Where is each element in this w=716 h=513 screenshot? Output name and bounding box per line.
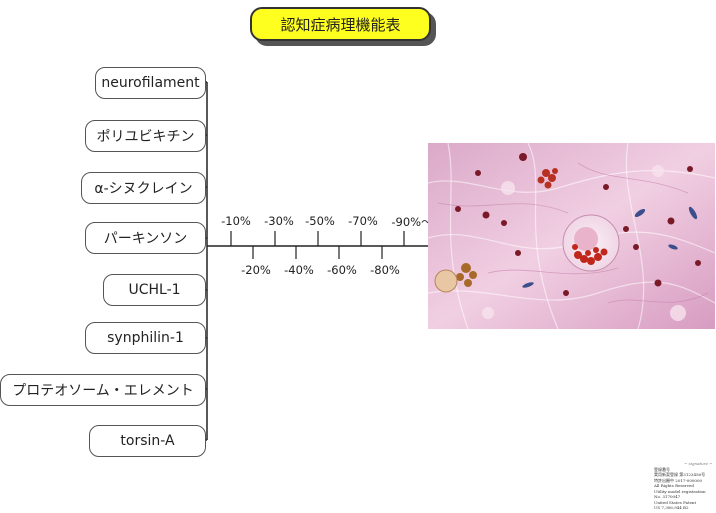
signature-icon: ~ signature ~ [684,461,713,466]
term-parkinson: パーキンソン [85,222,206,254]
term-uchl1: UCHL-1 [103,274,206,306]
title-box: 認知症病理機能表 [250,7,431,41]
label-minus-50: -50% [305,214,335,228]
label-minus-80: -80% [370,263,400,277]
histology-image [428,143,715,329]
label-minus-30: -30% [264,214,294,228]
term-polyubiquitin: ポリユビキチン [85,120,206,152]
label-minus-60: -60% [327,263,357,277]
term-torsin-a: torsin-A [89,425,206,457]
term-synphilin1: synphilin-1 [85,322,206,354]
label-minus-10: -10% [221,214,251,228]
label-minus-20: -20% [241,263,271,277]
footer-registration: ~ signature ~ 登録番号 実用新案登録 第3123456号 特許出願… [654,461,716,511]
term-proteasome-element: プロテオソーム・エレメント [0,374,206,406]
label-minus-40: -40% [284,263,314,277]
label-minus-90: -90%〜 [391,215,433,229]
histology-image-svg [428,143,715,329]
term-alpha-synuclein: α-シヌクレイン [81,172,206,204]
title-text: 認知症病理機能表 [280,15,401,34]
scale-ticks [230,231,405,259]
label-minus-70: -70% [348,214,378,228]
term-neurofilament: neurofilament [95,67,206,99]
